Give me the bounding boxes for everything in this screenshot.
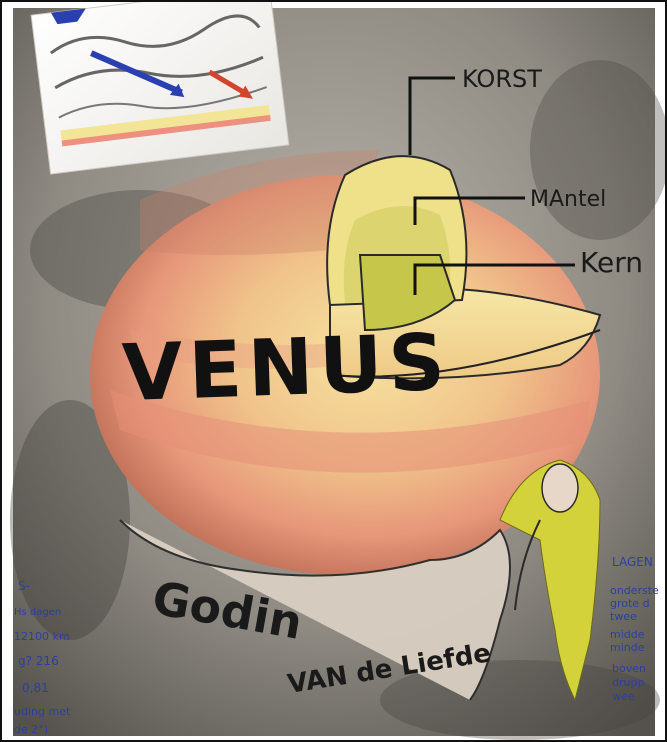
- left-note-line2: Hs dagen: [14, 607, 61, 618]
- left-note-line4: g? 216: [18, 654, 59, 668]
- right-note-item1-line2: grote d: [610, 597, 650, 610]
- label-core: Kern: [580, 246, 643, 279]
- left-note-line3: 12100 km: [14, 630, 70, 643]
- right-note-item2-line2: minde: [610, 641, 645, 654]
- left-note-line6: uding met: [14, 705, 71, 718]
- right-note-item3-line2: drupp: [612, 676, 644, 689]
- label-mantle: MAntel: [530, 187, 606, 212]
- weather-diagram-card: [31, 0, 289, 174]
- right-note-item2-line1: midde: [610, 628, 645, 641]
- left-note-line5: 0,81: [22, 681, 49, 695]
- right-note-item1-line3: twee: [610, 610, 637, 623]
- left-note-line7: de 2°): [14, 723, 48, 736]
- left-note-line1: S-: [18, 579, 30, 593]
- right-note-item3-line3: wee: [612, 690, 635, 703]
- right-note-heading: LAGEN: [612, 555, 653, 569]
- label-crust: KORST: [462, 65, 542, 93]
- right-note-item3-line1: boven: [612, 662, 646, 675]
- right-note-item1-line1: onderste: [610, 584, 659, 597]
- poster-title: VENUS: [121, 318, 452, 419]
